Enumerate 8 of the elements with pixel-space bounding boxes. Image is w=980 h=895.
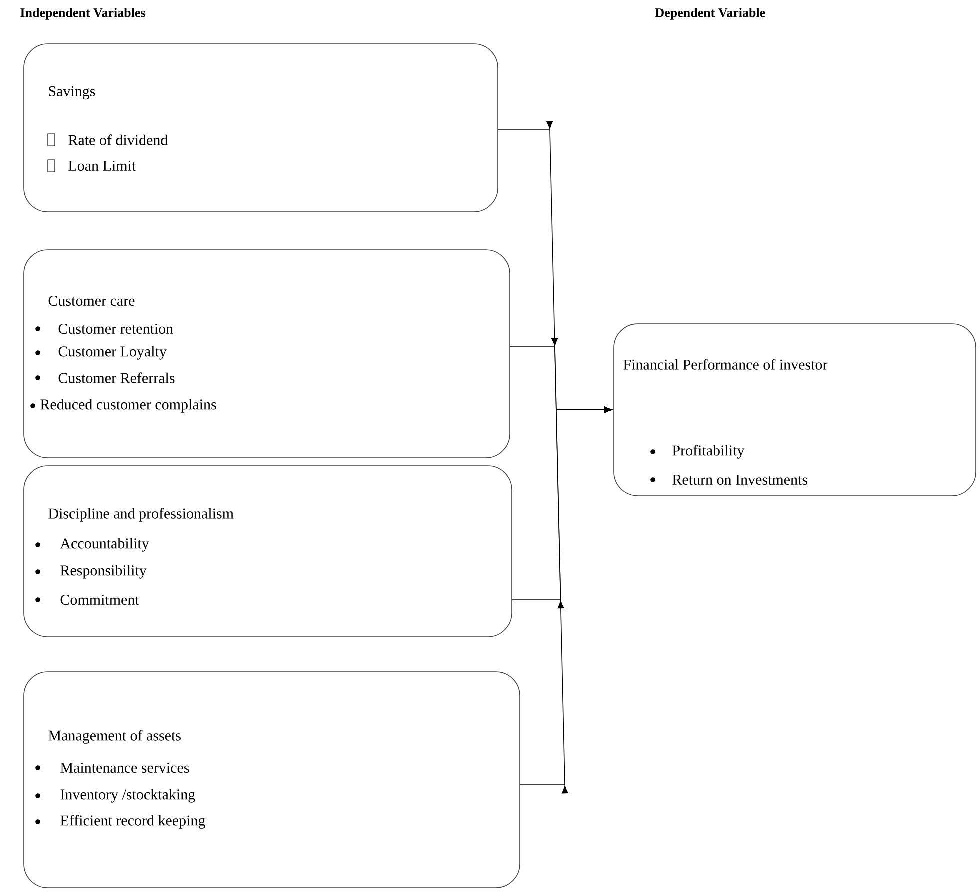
variable-box: Customer care Customer retention Customer Loyalty Customer Referrals Reduced customer complains — [24, 250, 510, 458]
column-heading: Independent Variables — [20, 8, 146, 20]
column-heading: Dependent Variable — [655, 8, 766, 20]
arrow — [520, 406, 612, 794]
variable-box: Discipline and professionalism Accountability Responsibility Commitment — [24, 466, 512, 638]
variable-box: Management of assets Maintenance services Inventory /stocktaking Efficient record keeping — [24, 672, 520, 888]
variable-box: Savings Rate of dividend Loan Limit — [24, 44, 498, 212]
variable-box: Financial Performance of investor Profitability Return on Investments — [614, 324, 976, 496]
